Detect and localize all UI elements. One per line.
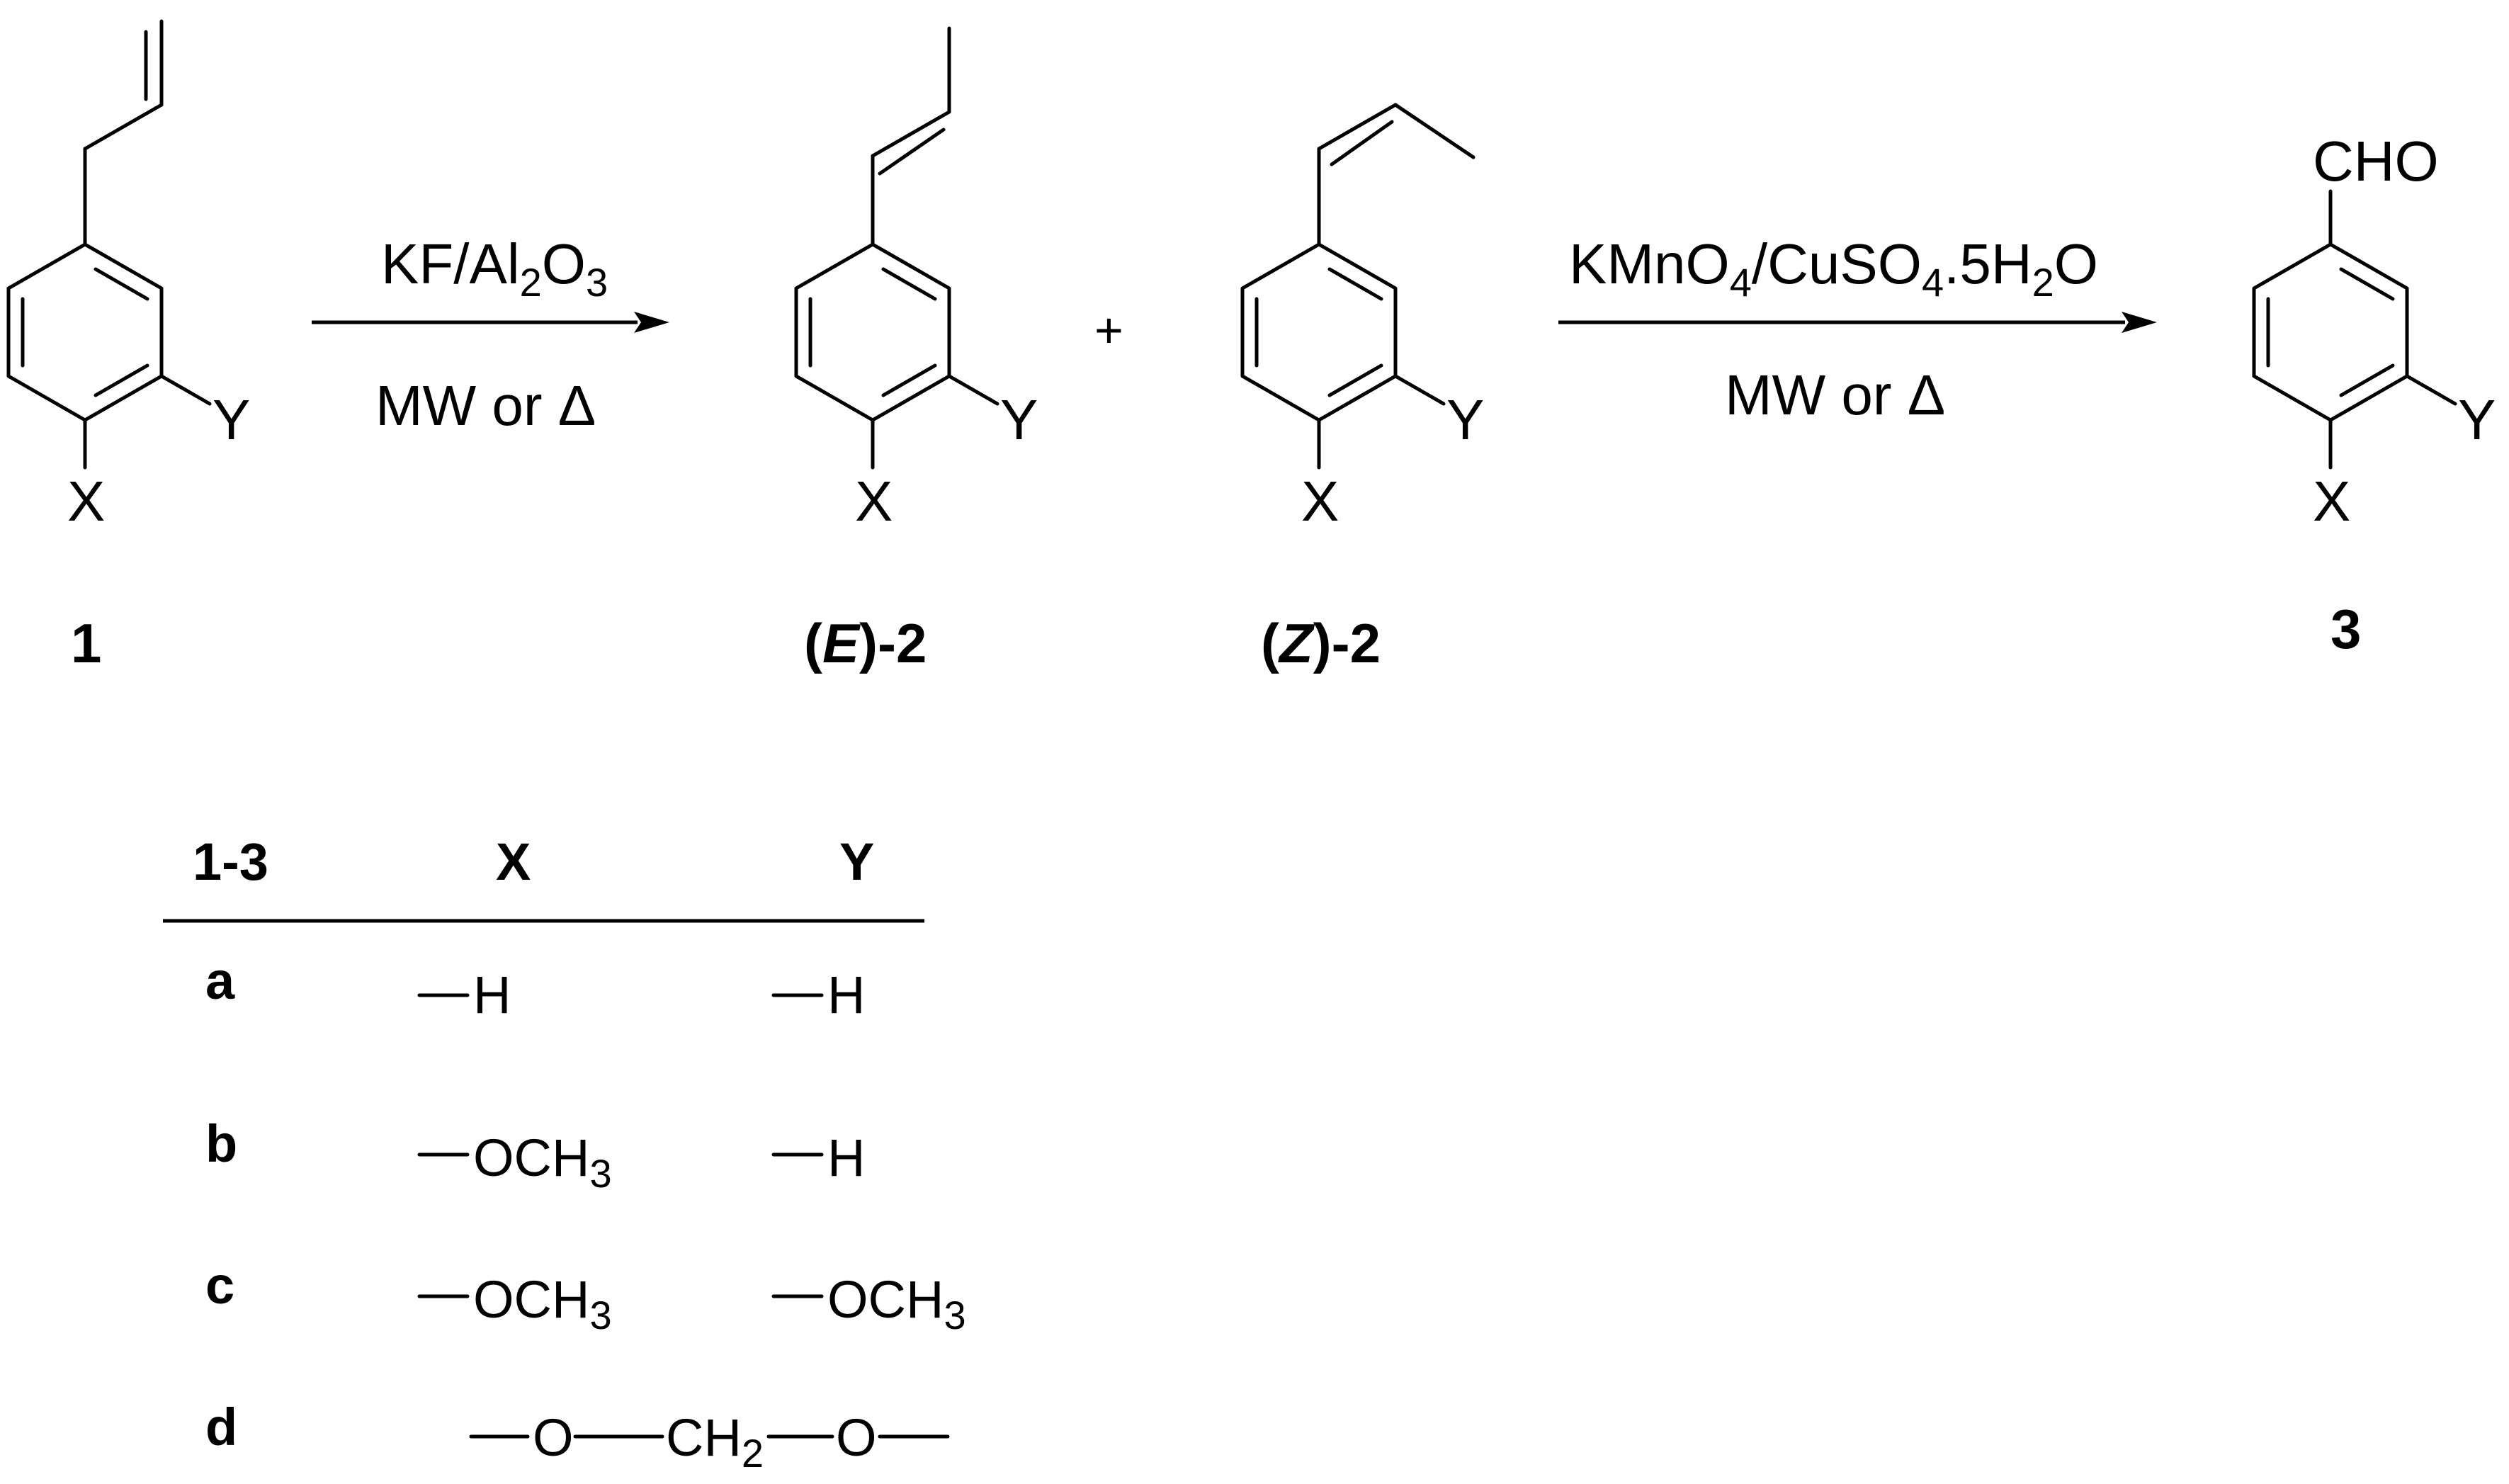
benzene-ring bbox=[6, 242, 164, 422]
substituent-y: Y bbox=[2458, 388, 2496, 451]
compound-label-e2: (E)-2 bbox=[804, 612, 927, 674]
x-value: H bbox=[473, 965, 511, 1024]
bond-to-y bbox=[159, 374, 212, 406]
row-id: c bbox=[205, 1256, 234, 1315]
reaction-arrow-1: KF/Al2O3 MW or Δ bbox=[312, 232, 669, 437]
table-header-x: X bbox=[496, 832, 531, 891]
compound-z2-structure: Y X bbox=[1240, 103, 1484, 533]
table-row: b OCH3 H bbox=[205, 1114, 865, 1196]
substituent-table: 1-3 X Y a H H b OCH3 H c OCH3 OCH3 bbox=[163, 832, 966, 1475]
y-value: H bbox=[827, 1128, 865, 1187]
aldehyde-group: CHO bbox=[2313, 130, 2439, 193]
bridge-oxygen-1: O bbox=[533, 1408, 574, 1467]
benzene-ring bbox=[794, 242, 951, 422]
row-id: d bbox=[205, 1398, 237, 1456]
x-value: OCH3 bbox=[473, 1270, 612, 1337]
compound-3-structure: CHO Y X bbox=[2252, 130, 2496, 533]
substituent-y: Y bbox=[213, 388, 250, 451]
compound-label-3: 3 bbox=[2330, 598, 2361, 660]
reaction-arrow-2: KMnO4/CuSO4.5H2O MW or Δ bbox=[1558, 232, 2157, 426]
benzene-ring bbox=[2252, 242, 2409, 422]
reagent-2: KMnO4/CuSO4.5H2O bbox=[1569, 232, 2098, 305]
conditions-2: MW or Δ bbox=[1725, 363, 1945, 426]
bond-to-y bbox=[2405, 374, 2457, 406]
bond-to-y bbox=[1393, 374, 1446, 406]
compound-label-z2: (Z)-2 bbox=[1261, 612, 1381, 674]
y-value: H bbox=[827, 965, 865, 1024]
table-header-compound: 1-3 bbox=[193, 832, 268, 891]
allyl-chain bbox=[83, 19, 164, 247]
substituent-y: Y bbox=[1000, 388, 1038, 451]
substituent-x: X bbox=[67, 470, 105, 533]
propenyl-chain-trans bbox=[871, 26, 951, 247]
bridge-methylene: CH2 bbox=[666, 1408, 764, 1475]
bond-to-y bbox=[947, 374, 999, 406]
row-id: b bbox=[205, 1114, 237, 1173]
plus-sign: + bbox=[1094, 302, 1123, 358]
substituent-x: X bbox=[2313, 470, 2350, 533]
x-value: OCH3 bbox=[473, 1128, 612, 1196]
substituent-x: X bbox=[1301, 470, 1339, 533]
table-row: a H H bbox=[205, 951, 865, 1024]
y-value: OCH3 bbox=[827, 1270, 966, 1337]
table-row: d O CH2 O bbox=[205, 1398, 950, 1475]
benzene-ring bbox=[1240, 242, 1398, 422]
propenyl-chain-cis bbox=[1317, 103, 1476, 247]
row-id: a bbox=[205, 951, 235, 1010]
table-header-y: Y bbox=[839, 832, 874, 891]
compound-1-structure: Y X bbox=[6, 19, 250, 533]
bridge-oxygen-2: O bbox=[836, 1408, 877, 1467]
table-row: c OCH3 OCH3 bbox=[205, 1256, 966, 1337]
substituent-y: Y bbox=[1446, 388, 1484, 451]
substituent-x: X bbox=[855, 470, 893, 533]
compound-label-1: 1 bbox=[71, 612, 101, 674]
compound-e2-structure: Y X bbox=[794, 26, 1038, 533]
conditions-1: MW or Δ bbox=[375, 374, 596, 437]
reagent-1: KF/Al2O3 bbox=[381, 232, 608, 305]
